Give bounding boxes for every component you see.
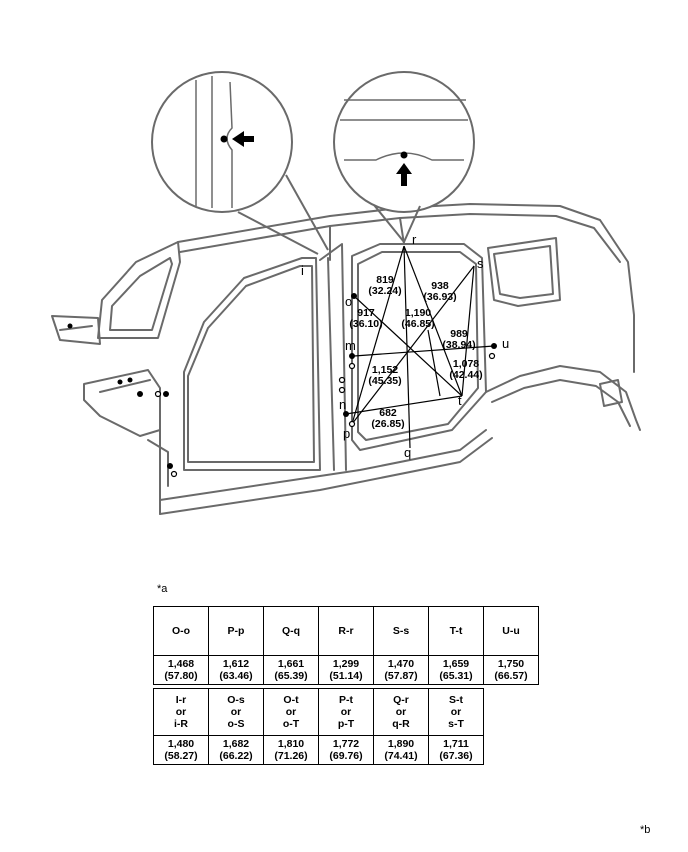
table1-header: S-s xyxy=(373,606,429,656)
point-label-i: i xyxy=(301,263,304,278)
point-label-o: o xyxy=(345,294,352,309)
point-label-q: q xyxy=(404,445,411,460)
table2-value: 1,890 (74.41) xyxy=(373,735,429,765)
dim-819: 819 xyxy=(376,274,394,286)
table2-value: 1,682 (66.22) xyxy=(208,735,264,765)
dim-1152-in: (45.35) xyxy=(368,375,401,387)
table1-header: U-u xyxy=(483,606,539,656)
table1-value: 1,470 (57.87) xyxy=(373,655,429,685)
point-label-p: p xyxy=(343,426,350,441)
cowl-outline xyxy=(83,369,161,437)
table1-header: Q-q xyxy=(263,606,319,656)
note-a: *a xyxy=(157,583,168,595)
table2-value: 1,480 (58.27) xyxy=(153,735,209,765)
dim-1152: 1,152 xyxy=(372,364,398,376)
dim-989-in: (38.94) xyxy=(442,339,475,351)
body-side-diagram: i o m n p q r s t u 819 (32.24) 938 (36.… xyxy=(51,71,641,515)
dim-938: 938 xyxy=(431,280,449,292)
dim-917: 917 xyxy=(357,307,375,319)
table2-header: Q-r or q-R xyxy=(373,688,429,736)
point-label-m: m xyxy=(345,338,356,353)
dim-819-in: (32.24) xyxy=(368,285,401,297)
dim-938-in: (36.93) xyxy=(423,291,456,303)
table1-value: 1,299 (51.14) xyxy=(318,655,374,685)
point-label-s: s xyxy=(477,256,484,271)
table1-value: 1,659 (65.31) xyxy=(428,655,484,685)
b-pillar xyxy=(319,243,347,471)
point-label-u: u xyxy=(502,336,509,351)
dim-1078: 1,078 xyxy=(453,358,479,370)
wheel-arch xyxy=(485,365,641,431)
table1-value: 1,468 (57.80) xyxy=(153,655,209,685)
table1-header: R-r xyxy=(318,606,374,656)
point-label-t: t xyxy=(458,393,462,408)
table2-header: I-r or i-R xyxy=(153,688,209,736)
point-label-n: n xyxy=(339,397,346,412)
front-door-opening xyxy=(183,257,321,471)
table1-value: 1,750 (66.57) xyxy=(483,655,539,685)
note-b: *b xyxy=(640,824,651,836)
dim-989: 989 xyxy=(450,328,468,340)
roof-outline xyxy=(177,203,635,373)
dim-917-in: (36.10) xyxy=(349,318,382,330)
dimension-table-2: I-r or i-R O-s or o-S O-t or o-T P-t or … xyxy=(153,688,484,765)
table2-value: 1,772 (69.76) xyxy=(318,735,374,765)
dim-682: 682 xyxy=(379,407,397,419)
dim-1190-in: (46.85) xyxy=(401,318,434,330)
table2-header: O-t or o-T xyxy=(263,688,319,736)
table1-header: T-t xyxy=(428,606,484,656)
rocker-sill xyxy=(159,429,487,501)
table1-header: P-p xyxy=(208,606,264,656)
dim-682-in: (26.85) xyxy=(371,418,404,430)
table2-value: 1,711 (67.36) xyxy=(428,735,484,765)
dimension-table-1: O-o P-p Q-q R-r S-s T-t U-u 1,468 (57.80… xyxy=(153,606,539,685)
measurement-points xyxy=(67,293,497,469)
quarter-window xyxy=(487,237,561,307)
table2-value: 1,810 (71.26) xyxy=(263,735,319,765)
table1-value: 1,612 (63.46) xyxy=(208,655,264,685)
dim-1190: 1,190 xyxy=(405,307,431,319)
point-label-r: r xyxy=(412,232,417,247)
table2-header: P-t or p-T xyxy=(318,688,374,736)
table2-header: S-t or s-T xyxy=(428,688,484,736)
table1-value: 1,661 (65.39) xyxy=(263,655,319,685)
table2-header: O-s or o-S xyxy=(208,688,264,736)
arrow-icon xyxy=(220,131,412,186)
windshield-frame xyxy=(97,241,181,339)
dim-1078-in: (42.44) xyxy=(449,369,482,381)
table1-header: O-o xyxy=(153,606,209,656)
